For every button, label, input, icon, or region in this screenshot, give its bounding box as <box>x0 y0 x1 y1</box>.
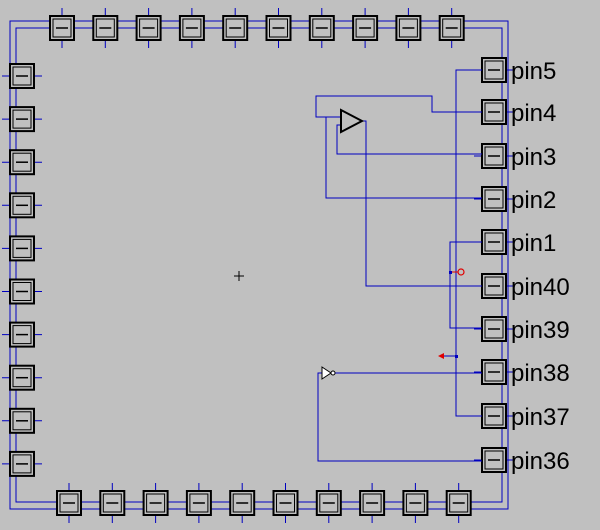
pad-icon[interactable] <box>474 143 514 169</box>
pin-label: pin3 <box>511 144 556 171</box>
pad-icon[interactable] <box>438 8 465 48</box>
pin-label: pin38 <box>511 360 570 387</box>
pad-icon[interactable] <box>2 364 42 391</box>
pad-icon[interactable] <box>359 483 386 523</box>
pin-label: pin39 <box>511 317 570 344</box>
pad-icon[interactable] <box>308 8 335 48</box>
pad-icon[interactable] <box>142 483 169 523</box>
pad-icon[interactable] <box>474 229 514 255</box>
pad-icon[interactable] <box>135 8 162 48</box>
buffer-triangle-icon[interactable] <box>340 108 365 134</box>
wire-pin4-buffer <box>315 95 482 118</box>
pad-icon[interactable] <box>92 8 119 48</box>
pin-label: pin2 <box>511 187 556 214</box>
pad-icon[interactable] <box>474 186 514 212</box>
pads-top <box>49 8 465 48</box>
pad-icon[interactable] <box>2 63 42 89</box>
pads-bottom <box>56 483 472 523</box>
pad-icon[interactable] <box>2 450 42 477</box>
pad-icon[interactable] <box>229 483 256 523</box>
pad-icon[interactable] <box>315 483 342 523</box>
pad-icon[interactable] <box>2 149 42 176</box>
pad-icon[interactable] <box>474 359 514 385</box>
pad-icon[interactable] <box>178 8 205 48</box>
wire-inverter-pin36 <box>317 372 482 462</box>
red-arrow-icon <box>438 353 444 359</box>
pad-icon[interactable] <box>402 483 429 523</box>
pin-label: pin4 <box>511 100 556 127</box>
crosshair-icon <box>234 271 244 281</box>
pad-icon[interactable] <box>49 8 75 48</box>
pad-icon[interactable] <box>474 447 514 473</box>
inner-ring-wire <box>15 27 503 503</box>
pad-ring-wires <box>9 20 509 510</box>
pad-icon[interactable] <box>352 8 379 48</box>
pin-label: pin36 <box>511 448 570 475</box>
pin-label: pin1 <box>511 230 556 257</box>
pad-icon[interactable] <box>2 278 42 305</box>
pin-label: pin40 <box>511 274 570 301</box>
junction-dot <box>455 355 458 358</box>
pin-label: pin5 <box>511 58 556 85</box>
pad-icon[interactable] <box>272 483 299 523</box>
pad-icon[interactable] <box>56 483 82 523</box>
pad-icon[interactable] <box>265 8 292 48</box>
wire-pin5-pin37 <box>455 69 482 417</box>
pad-icon[interactable] <box>2 407 42 434</box>
wire-pin1-pin39 <box>449 241 482 329</box>
pads-left <box>2 63 42 477</box>
junction-dots <box>449 271 458 358</box>
pad-icon[interactable] <box>474 403 514 429</box>
pad-icon[interactable] <box>395 8 422 48</box>
pad-icon[interactable] <box>99 483 126 523</box>
pad-icon[interactable] <box>2 321 42 348</box>
pad-icon[interactable] <box>474 316 514 342</box>
pad-icon[interactable] <box>2 192 42 219</box>
pin-labels: pin5 pin4 pin3 pin2 pin1 pin40 pin39 pin38 pin37… <box>511 58 570 475</box>
pad-icon[interactable] <box>222 8 249 48</box>
pin-label: pin37 <box>511 404 570 431</box>
pad-icon[interactable] <box>445 483 472 523</box>
pad-icon[interactable] <box>474 57 514 83</box>
inverter-icon[interactable] <box>321 366 336 380</box>
wire-pin3-buffer <box>336 124 482 155</box>
pad-icon[interactable] <box>474 273 514 299</box>
wire-pin2-buffer <box>325 117 482 199</box>
pad-icon[interactable] <box>185 483 212 523</box>
outer-ring-wire <box>9 20 509 510</box>
junction-dot <box>449 271 452 274</box>
pad-icon[interactable] <box>2 235 42 262</box>
pad-icon[interactable] <box>2 106 42 133</box>
pads-right <box>474 57 514 473</box>
pad-icon[interactable] <box>474 99 514 125</box>
probe-marker-icon[interactable] <box>452 268 465 276</box>
